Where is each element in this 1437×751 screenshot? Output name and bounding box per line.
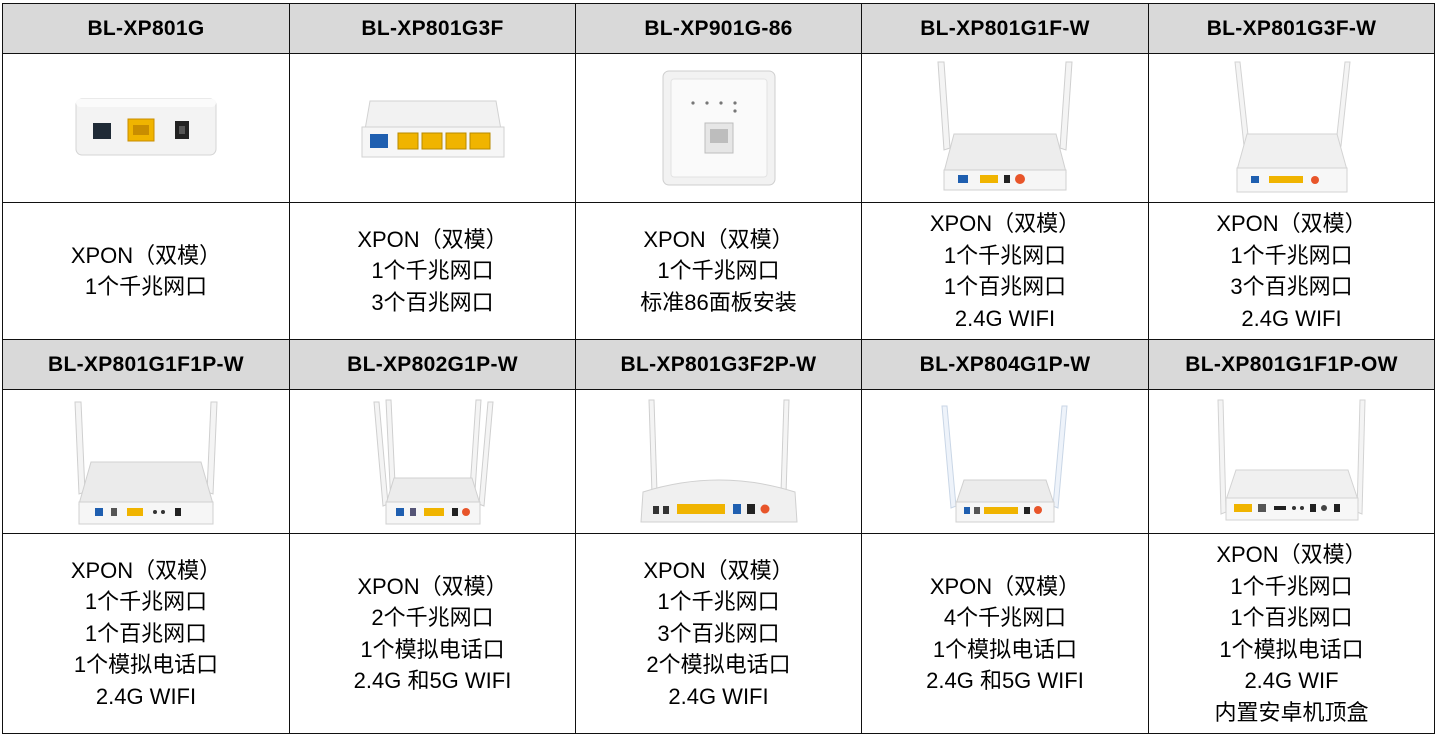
- header-row: BL-XP801G BL-XP801G3F BL-XP901G-86 BL-XP…: [2, 3, 1435, 54]
- spec-line: XPON（双模）: [70, 242, 222, 268]
- spec-grid: BL-XP801G BL-XP801G3F BL-XP901G-86 BL-XP…: [2, 3, 1435, 734]
- spec-cell: XPON（双模） 1个千兆网口 3个百兆网口 2个模拟电话口 2.4G WIFI: [575, 533, 862, 734]
- spec-cell: XPON（双模） 2个千兆网口 1个模拟电话口 2.4G 和5G WIFI: [289, 533, 576, 734]
- spec-line: XPON（双模）: [929, 573, 1081, 599]
- spec-line: XPON（双模）: [70, 557, 222, 583]
- spec-line: 1个模拟电话口: [360, 636, 505, 662]
- product-image-cell: [2, 389, 290, 534]
- product-image-cell: [861, 53, 1149, 203]
- model-name-cell: BL-XP804G1P-W: [861, 339, 1149, 390]
- spec-line: 2.4G 和5G WIFI: [926, 668, 1084, 693]
- wifi-ont-stb-icon: [1216, 399, 1366, 520]
- spec-line: 3个百兆网口: [657, 620, 780, 646]
- model-name: BL-XP801G3F: [361, 16, 504, 40]
- spec-cell: XPON（双模） 1个千兆网口: [2, 202, 290, 340]
- wifi-ont-2-antenna-icon: [1233, 61, 1351, 193]
- spec-line: 2.4G WIFI: [668, 683, 769, 709]
- spec-line: 3个百兆网口: [1230, 274, 1353, 299]
- product-image-cell: [1148, 53, 1435, 203]
- product-image-cell: [2, 53, 290, 203]
- spec-line: 3个百兆网口: [371, 289, 494, 315]
- spec-line: 1个千兆网口: [657, 589, 780, 615]
- spec-line: 内置安卓机顶盒: [1214, 699, 1369, 725]
- spec-line: 1个千兆网口: [371, 258, 494, 284]
- spec-line: 标准86面板安装: [640, 289, 797, 315]
- spec-line: 2个模拟电话口: [646, 652, 791, 678]
- image-row: [2, 53, 1435, 203]
- model-name: BL-XP804G1P-W: [919, 352, 1091, 376]
- wifi-ont-4-antenna-icon: [372, 399, 494, 524]
- model-name: BL-XP801G3F2P-W: [620, 352, 817, 376]
- spec-line: 2.4G WIFI: [95, 683, 197, 709]
- spec-line: 1个千兆网口: [1230, 242, 1353, 268]
- spec-line: 2.4G 和5G WIFI: [353, 668, 512, 693]
- wifi-ont-2-antenna-icon: [74, 401, 218, 524]
- wall-panel-86-icon: [662, 70, 775, 186]
- model-name-cell: BL-XP801G1F1P-W: [2, 339, 290, 390]
- spec-line: 4个千兆网口: [943, 605, 1067, 630]
- spec-cell: XPON（双模） 4个千兆网口 1个模拟电话口 2.4G 和5G WIFI: [861, 533, 1149, 734]
- model-name: BL-XP901G-86: [644, 16, 793, 40]
- model-name: BL-XP801G3F-W: [1206, 16, 1377, 40]
- wifi-ont-2-antenna-icon: [937, 61, 1073, 191]
- spec-line: 1个模拟电话口: [932, 636, 1078, 662]
- spec-line: 2.4G WIFI: [954, 305, 1056, 331]
- wifi-ont-2-antenna-wide-icon: [639, 399, 798, 522]
- product-image-cell: [575, 389, 862, 534]
- spec-line: 2个千兆网口: [371, 605, 494, 630]
- spec-line: 1个百兆网口: [1230, 605, 1353, 630]
- model-name-cell: BL-XP801G3F-W: [1148, 3, 1435, 54]
- model-name: BL-XP801G1F-W: [920, 16, 1090, 40]
- product-image-cell: [1148, 389, 1435, 534]
- spec-row: XPON（双模） 1个千兆网口 1个百兆网口 1个模拟电话口 2.4G WIFI…: [2, 533, 1435, 734]
- product-image-cell: [289, 53, 576, 203]
- model-name-cell: BL-XP901G-86: [575, 3, 862, 54]
- spec-cell: XPON（双模） 1个千兆网口 3个百兆网口 2.4G WIFI: [1148, 202, 1435, 340]
- spec-cell: XPON（双模） 1个千兆网口 1个百兆网口 1个模拟电话口 2.4G WIFI: [2, 533, 290, 734]
- spec-line: 1个千兆网口: [84, 589, 208, 615]
- model-name-cell: BL-XP801G1F1P-OW: [1148, 339, 1435, 390]
- spec-line: XPON（双模）: [643, 226, 794, 252]
- spec-line: 1个模拟电话口: [1219, 636, 1364, 662]
- white-ont-1-port-icon: [75, 98, 217, 156]
- model-name-cell: BL-XP801G: [2, 3, 290, 54]
- model-name: BL-XP802G1P-W: [347, 352, 518, 376]
- model-name: BL-XP801G1F1P-W: [48, 352, 244, 376]
- model-name-cell: BL-XP802G1P-W: [289, 339, 576, 390]
- wifi-ont-2-antenna-icon: [941, 405, 1068, 522]
- spec-cell: XPON（双模） 1个千兆网口 标准86面板安装: [575, 202, 862, 340]
- spec-line: 1个千兆网口: [943, 242, 1067, 268]
- product-spec-table: BL-XP801G BL-XP801G3F BL-XP901G-86 BL-XP…: [2, 3, 1435, 748]
- spec-line: 1个千兆网口: [1230, 573, 1353, 599]
- model-name-cell: BL-XP801G3F: [289, 3, 576, 54]
- spec-line: XPON（双模）: [643, 557, 794, 583]
- white-ont-4-port-icon: [360, 100, 505, 158]
- spec-line: 1个模拟电话口: [73, 652, 219, 678]
- spec-line: XPON（双模）: [929, 211, 1081, 236]
- spec-line: 1个千兆网口: [657, 258, 780, 284]
- spec-row: XPON（双模） 1个千兆网口 XPON（双模） 1个千兆网口 3个百兆网口 X…: [2, 202, 1435, 340]
- header-row: BL-XP801G1F1P-W BL-XP802G1P-W BL-XP801G3…: [2, 339, 1435, 390]
- spec-line: XPON（双模）: [357, 573, 508, 599]
- spec-line: XPON（双模）: [1216, 542, 1367, 567]
- model-name-cell: BL-XP801G3F2P-W: [575, 339, 862, 390]
- product-image-cell: [575, 53, 862, 203]
- model-name: BL-XP801G: [87, 16, 205, 40]
- spec-line: 1个百兆网口: [84, 620, 208, 646]
- product-image-cell: [289, 389, 576, 534]
- model-name-cell: BL-XP801G1F-W: [861, 3, 1149, 54]
- spec-line: 1个千兆网口: [84, 274, 208, 299]
- spec-line: 2.4G WIF: [1244, 668, 1339, 693]
- image-row: [2, 389, 1435, 534]
- spec-line: XPON（双模）: [1216, 211, 1367, 236]
- model-name: BL-XP801G1F1P-OW: [1185, 352, 1398, 376]
- spec-line: 2.4G WIFI: [1241, 305, 1342, 331]
- spec-cell: XPON（双模） 1个千兆网口 3个百兆网口: [289, 202, 576, 340]
- spec-cell: XPON（双模） 1个千兆网口 1个百兆网口 1个模拟电话口 2.4G WIF …: [1148, 533, 1435, 734]
- spec-line: XPON（双模）: [357, 226, 508, 252]
- product-image-cell: [861, 389, 1149, 534]
- spec-line: 1个百兆网口: [943, 274, 1067, 299]
- spec-cell: XPON（双模） 1个千兆网口 1个百兆网口 2.4G WIFI: [861, 202, 1149, 340]
